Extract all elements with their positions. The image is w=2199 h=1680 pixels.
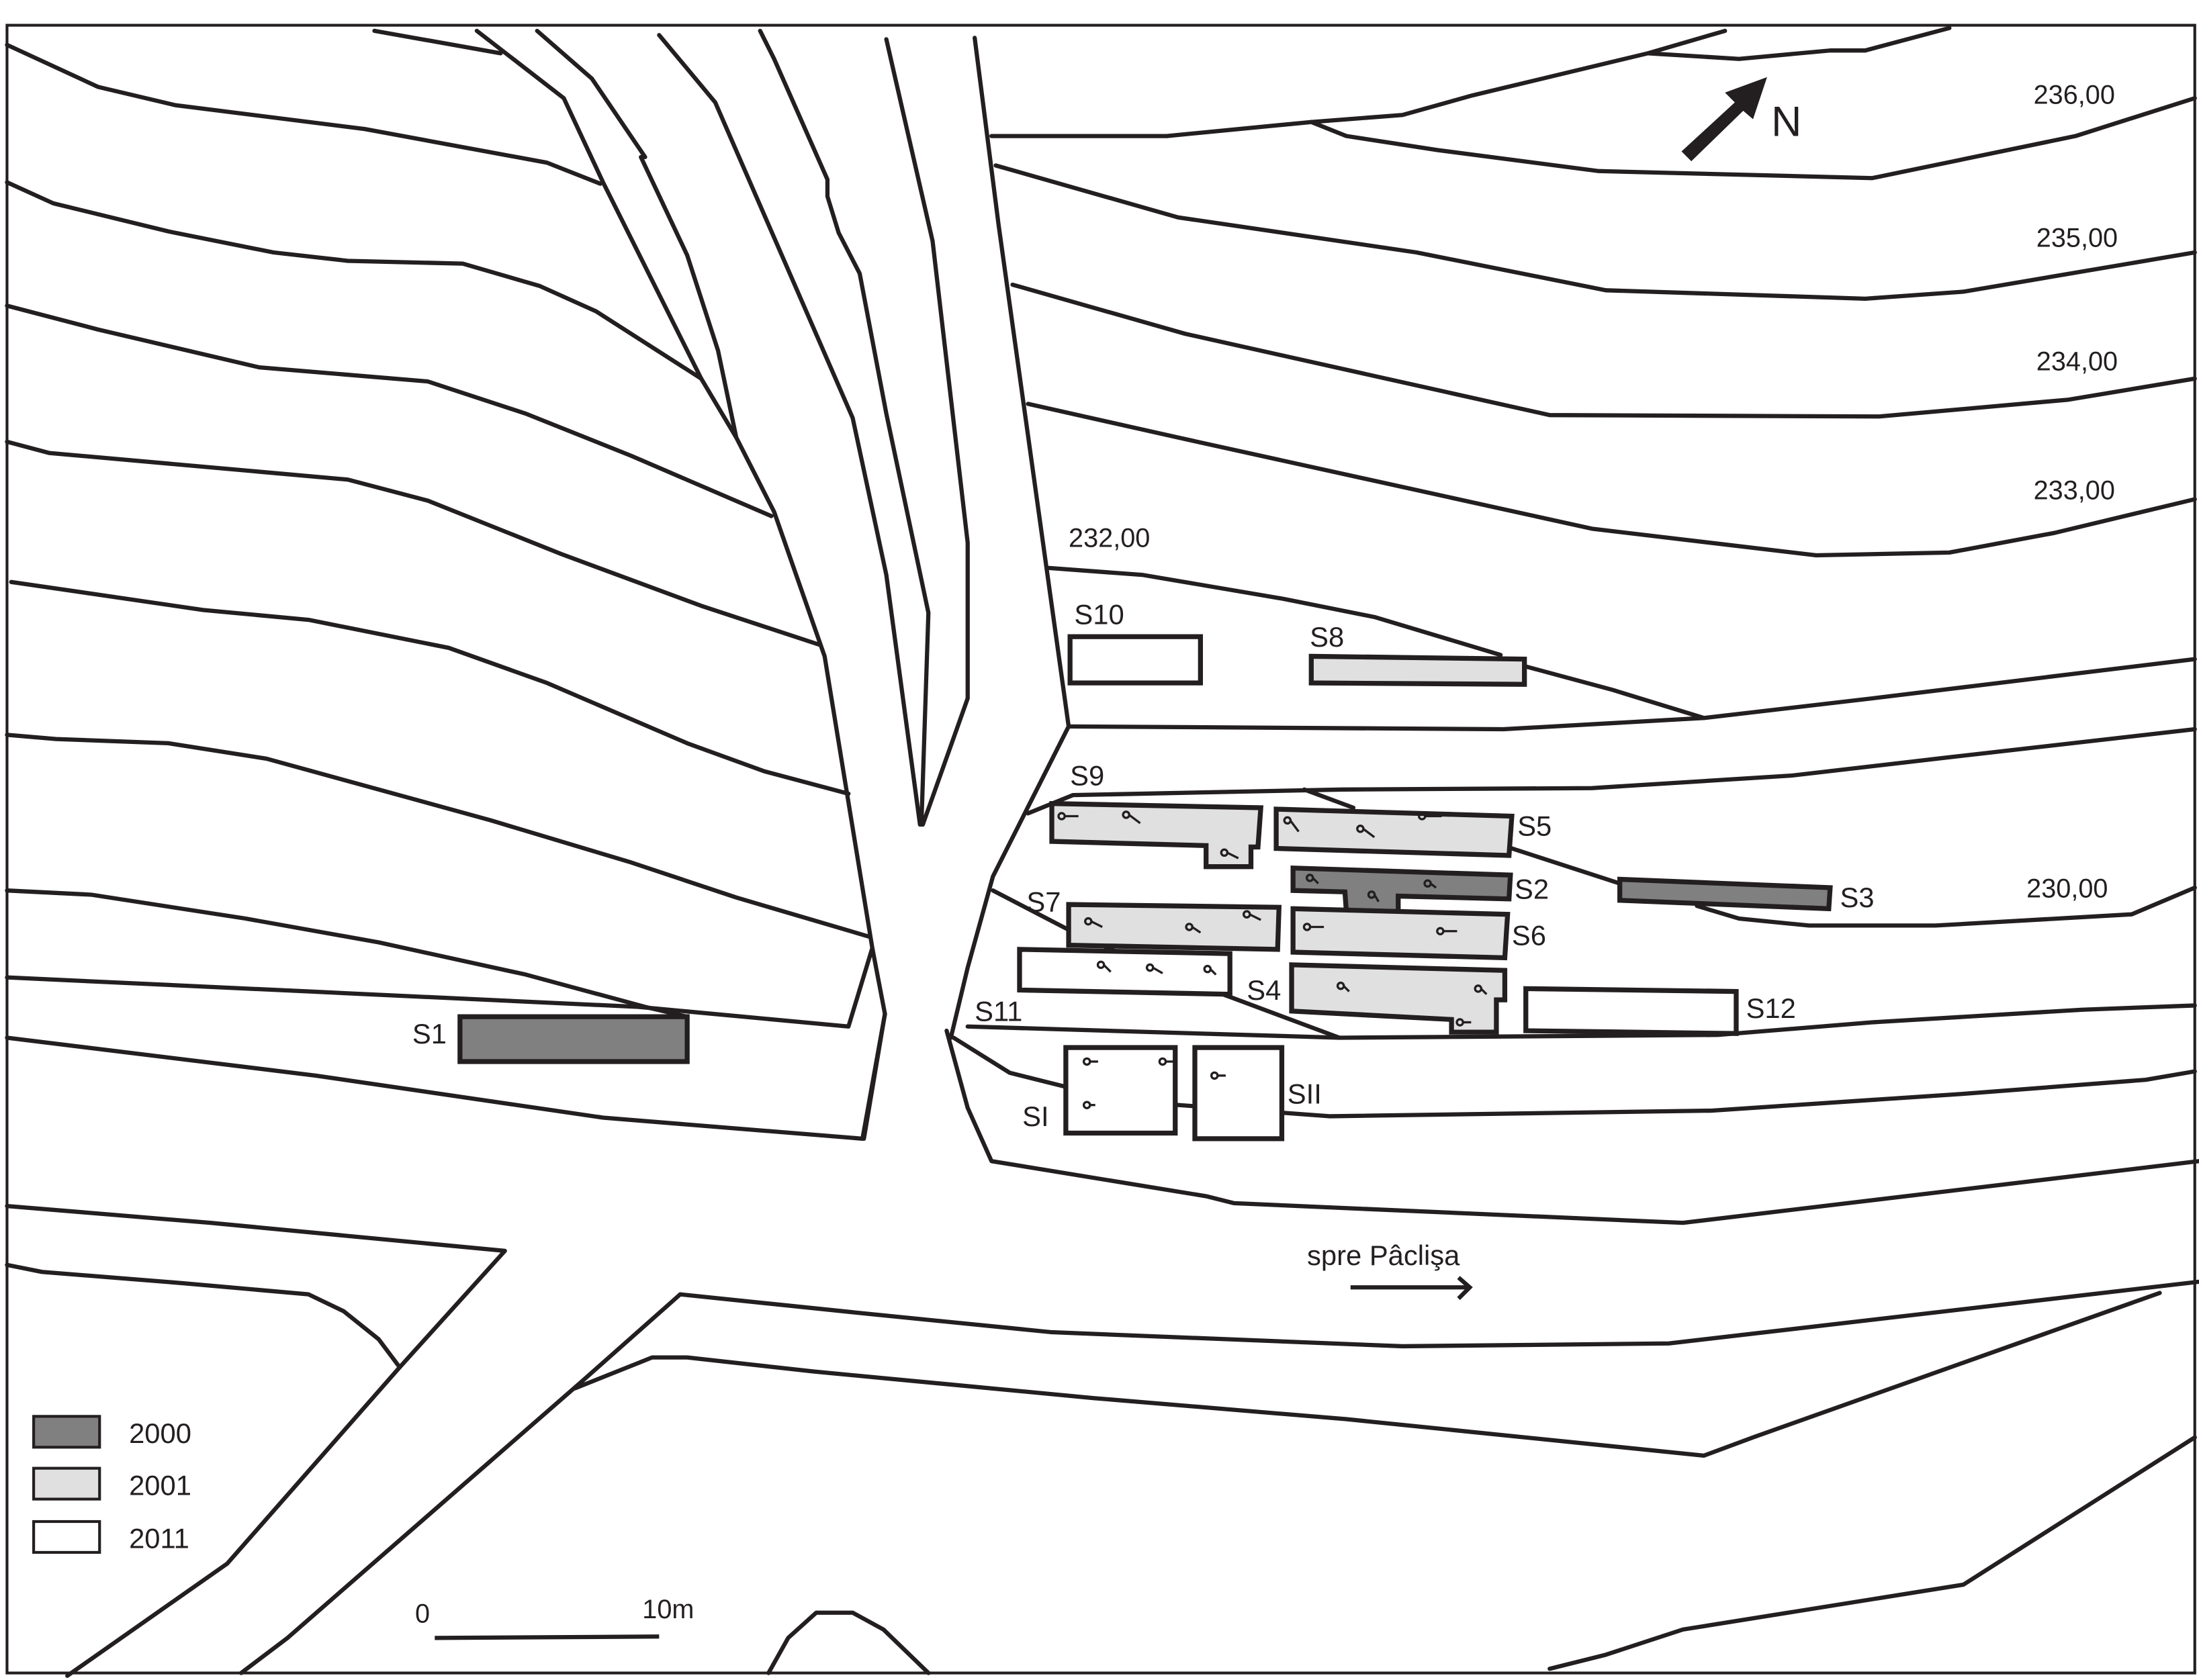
grave-marker-line	[1103, 964, 1112, 973]
trench-s5	[1273, 806, 1515, 858]
direction-label: spre Pâclişa	[1307, 1240, 1460, 1271]
trench-s3	[1617, 876, 1833, 912]
scale-bar: 0 10m	[415, 1595, 694, 1640]
contour-label-233: 233,00	[2034, 475, 2115, 505]
trench-s4	[1289, 962, 1508, 1035]
contour-lines	[5, 26, 2199, 1678]
contour-label-236: 236,00	[2034, 81, 2115, 110]
grave-marker-line	[1373, 894, 1380, 902]
grave-marker-line	[1090, 920, 1103, 928]
grave-marker-line	[1209, 968, 1217, 976]
north-indicator: N	[1681, 77, 1801, 162]
scale-start-label: 0	[415, 1599, 430, 1628]
trench-s12	[1523, 986, 1739, 1036]
label-s10: S10	[1074, 598, 1124, 630]
label-s9: S9	[1070, 760, 1104, 792]
trench-s8	[1308, 653, 1527, 687]
legend-label-2000: 2000	[129, 1417, 191, 1449]
label-s12: S12	[1746, 992, 1796, 1024]
label-s11: S11	[975, 995, 1022, 1027]
legend-swatch-2000	[32, 1415, 101, 1449]
contour-label-234: 234,00	[2036, 346, 2118, 376]
label-sii: SII	[1288, 1078, 1322, 1110]
legend-swatch-2011	[32, 1520, 101, 1554]
direction-indicator: spre Pâclişa	[1307, 1240, 1473, 1301]
legend: 2000 2001 2011	[32, 1415, 191, 1554]
grave-marker-line	[1289, 819, 1300, 833]
trench-s10	[1067, 634, 1203, 686]
trench-s7	[1066, 902, 1282, 952]
grave-marker-line	[1226, 851, 1239, 859]
label-s4: S4	[1247, 974, 1281, 1006]
label-s8: S8	[1310, 621, 1344, 653]
label-si: SI	[1022, 1101, 1048, 1132]
legend-label-2001: 2001	[129, 1469, 191, 1501]
trenches	[457, 634, 1833, 1141]
scale-end-label: 10m	[642, 1595, 694, 1624]
north-arrow-icon	[1681, 77, 1767, 162]
trench-s1	[457, 1014, 690, 1064]
trench-s6	[1290, 906, 1511, 961]
trench-s11	[1017, 947, 1232, 997]
grave-marker-line	[1249, 913, 1261, 921]
label-s5: S5	[1517, 810, 1552, 842]
grave-marker-line	[1480, 988, 1488, 995]
trench-labels: S1 S2 S3 S4 S5 S6 S7 S8 S9 S10 S11 S12 S…	[412, 598, 1875, 1132]
label-s7: S7	[1026, 886, 1061, 918]
legend-label-2011: 2011	[129, 1523, 189, 1554]
label-s6: S6	[1512, 920, 1546, 951]
grave-marker-line	[1128, 814, 1141, 825]
map-border	[5, 24, 2196, 1675]
grave-marker-line	[1362, 827, 1376, 839]
contour-labels: 236,00 235,00 234,00 233,00 232,00 230,0…	[1069, 81, 2118, 904]
label-s1: S1	[412, 1018, 447, 1049]
contour-label-235: 235,00	[2036, 224, 2118, 253]
grave-marker-line	[1429, 882, 1437, 889]
grave-marker-line	[1191, 926, 1202, 934]
legend-swatch-2001	[32, 1466, 101, 1501]
north-label: N	[1771, 99, 1801, 146]
grave-marker-line	[1152, 966, 1163, 974]
trench-s9	[1049, 800, 1264, 870]
label-s3: S3	[1840, 882, 1874, 913]
grave-marker-line	[1312, 877, 1319, 884]
contour-label-232: 232,00	[1069, 524, 1150, 553]
grave-marker-line	[1343, 985, 1350, 992]
trench-sii	[1192, 1045, 1285, 1141]
label-s2: S2	[1515, 874, 1549, 905]
contour-label-230: 230,00	[2026, 874, 2108, 904]
grave-markers	[1057, 810, 1488, 1109]
scale-line	[435, 1634, 660, 1640]
